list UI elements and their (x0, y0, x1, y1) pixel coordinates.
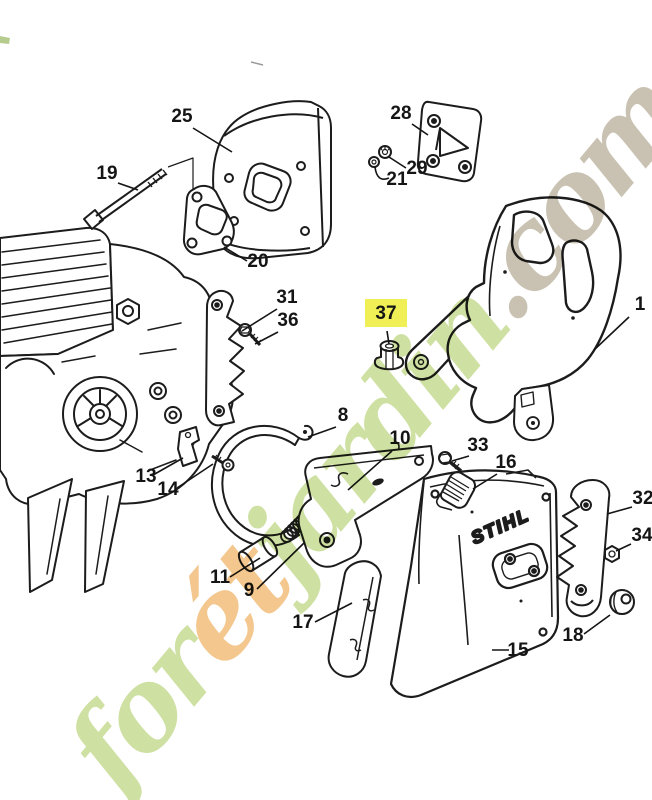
part-label-31: 31 (241, 287, 298, 332)
svg-text:29: 29 (406, 158, 427, 179)
svg-text:34: 34 (631, 525, 652, 546)
part-label-9: 9 (244, 542, 305, 601)
part-8-brake-band (211, 424, 314, 547)
part-label-29: 29 (388, 156, 428, 179)
part-label-11: 11 (210, 557, 261, 588)
part-1-hand-guard (404, 196, 622, 442)
engine-assembly (0, 226, 234, 593)
svg-text:13: 13 (135, 466, 156, 487)
part-label-28: 28 (390, 103, 429, 136)
part-label-16: 16 (472, 452, 517, 490)
part-32-spike-bar (556, 479, 611, 618)
part-14-screw (211, 454, 235, 472)
part-28-bracket (416, 100, 483, 183)
part-15-sprocket-cover: STIHL (389, 469, 560, 699)
svg-text:28: 28 (390, 103, 411, 124)
part-17-guide-plate (327, 560, 382, 678)
part-label-21: 21 (374, 166, 408, 190)
part-label-33: 33 (451, 435, 489, 462)
svg-text:15: 15 (507, 640, 529, 661)
part-label-1: 1 (593, 294, 646, 351)
stray-mark (250, 61, 264, 66)
part-label-34: 34 (615, 525, 652, 552)
part-16-tensioner (435, 471, 476, 511)
part-label-10: 10 (347, 428, 411, 491)
svg-text:32: 32 (632, 488, 652, 509)
part-33-screw (438, 451, 463, 473)
part-label-32: 32 (606, 488, 652, 515)
part-label-15: 15 (492, 640, 529, 661)
part-37-bushing (373, 340, 405, 371)
svg-text:25: 25 (171, 106, 193, 127)
part-21-29-washers (368, 145, 392, 168)
part-20-gasket (182, 184, 235, 256)
part-34-nut (604, 544, 620, 564)
svg-text:36: 36 (277, 310, 298, 331)
svg-text:1: 1 (635, 294, 646, 315)
part-label-37-highlighted: 37 (365, 299, 407, 345)
part-31-spike-bar (205, 289, 245, 427)
svg-text:37: 37 (375, 303, 396, 324)
svg-text:19: 19 (96, 163, 117, 184)
svg-text:20: 20 (247, 251, 268, 272)
part-label-8: 8 (307, 405, 349, 438)
svg-text:18: 18 (562, 625, 583, 646)
svg-text:33: 33 (467, 435, 488, 456)
part-label-13: 13 (135, 457, 184, 487)
svg-text:17: 17 (292, 612, 313, 633)
svg-text:8: 8 (338, 405, 349, 426)
part-label-20: 20 (223, 246, 269, 272)
svg-text:16: 16 (495, 452, 516, 473)
part-label-25: 25 (171, 106, 233, 153)
part-11-bushing (237, 535, 279, 573)
part-18-nut (609, 589, 635, 615)
corner-green-tick (0, 36, 10, 44)
part-label-19: 19 (96, 163, 139, 191)
part-label-36: 36 (254, 310, 299, 345)
part-13-bracket (177, 426, 200, 467)
svg-text:21: 21 (386, 169, 408, 190)
part-25-muffler (212, 100, 332, 260)
svg-text:14: 14 (157, 479, 179, 500)
part-10-brake-lever (297, 445, 434, 568)
svg-text:10: 10 (389, 428, 410, 449)
part-label-17: 17 (292, 602, 353, 633)
part-19-bolt (83, 157, 194, 230)
part-label-18: 18 (562, 614, 611, 646)
svg-text:31: 31 (276, 287, 298, 308)
svg-text:9: 9 (244, 580, 255, 601)
part-label-14: 14 (157, 463, 214, 500)
svg-text:11: 11 (210, 567, 231, 588)
